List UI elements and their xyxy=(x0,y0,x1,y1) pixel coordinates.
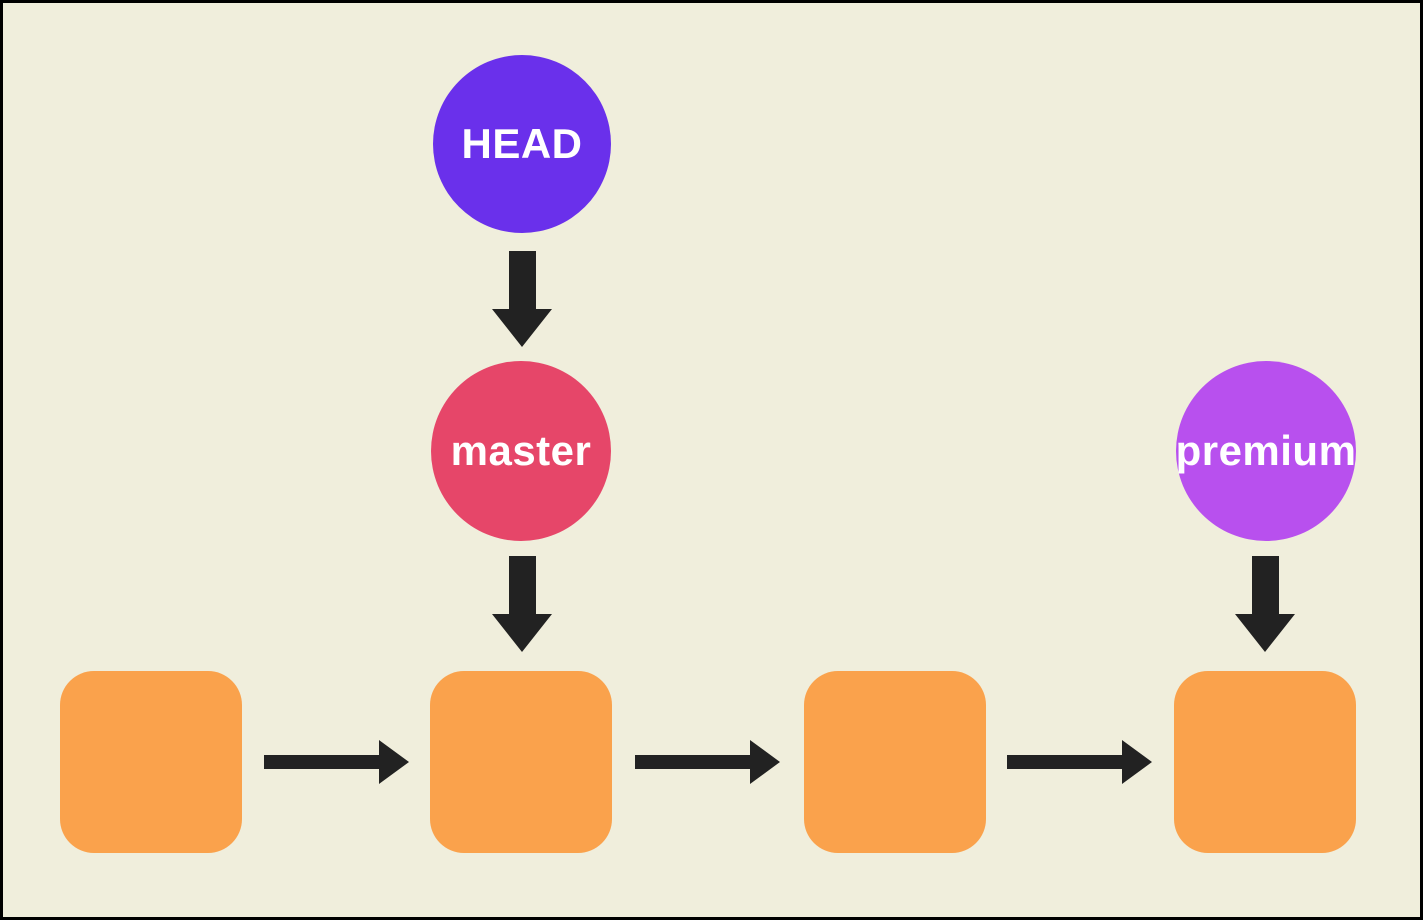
down-arrow-icon xyxy=(492,556,552,652)
commit-node-2 xyxy=(430,671,612,853)
arrow-master-to-commit-2 xyxy=(492,556,552,652)
right-arrow-icon xyxy=(635,740,780,784)
down-arrow-icon xyxy=(492,251,552,347)
master-branch-node: master xyxy=(431,361,611,541)
commit-node-1 xyxy=(60,671,242,853)
right-arrow-icon xyxy=(1007,740,1152,784)
arrow-commit-2-to-commit-3 xyxy=(635,740,780,784)
down-arrow-icon xyxy=(1235,556,1295,652)
premium-branch-label: premium xyxy=(1175,427,1357,474)
master-branch-label: master xyxy=(450,427,592,474)
commit-node-4 xyxy=(1174,671,1356,853)
arrow-commit-1-to-commit-2 xyxy=(264,740,409,784)
right-arrow-icon xyxy=(264,740,409,784)
arrow-commit-3-to-commit-4 xyxy=(1007,740,1152,784)
commit-node-3 xyxy=(804,671,986,853)
head-pointer-node: HEAD xyxy=(433,55,611,233)
head-pointer-label: HEAD xyxy=(461,120,583,167)
arrow-premium-to-commit-4 xyxy=(1235,556,1295,652)
premium-branch-node: premium xyxy=(1176,361,1356,541)
arrow-head-to-master xyxy=(492,251,552,347)
